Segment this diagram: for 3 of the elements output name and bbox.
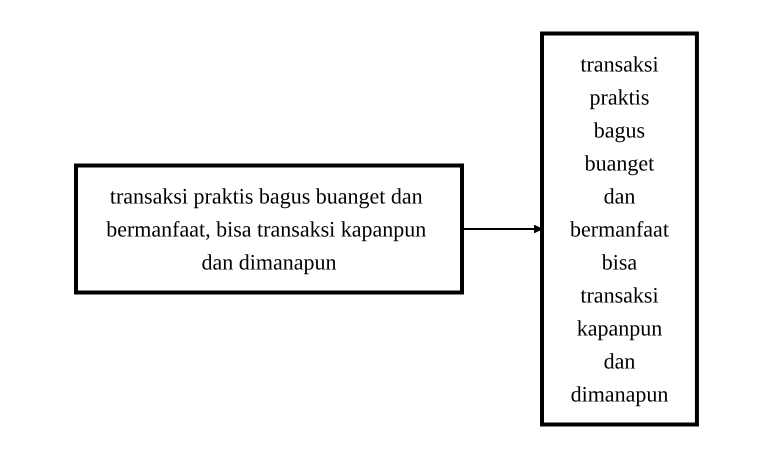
- node-box: transaksi praktis bagus buanget dan bermanfaat, bisa transaksi kapanpun dan dimanapun: [74, 164, 464, 294]
- node-box: transaksi praktis bagus buanget dan bermanfaat bisa transaksi kapanpun dan dimanapun: [540, 32, 699, 426]
- arrow: [462, 224, 542, 234]
